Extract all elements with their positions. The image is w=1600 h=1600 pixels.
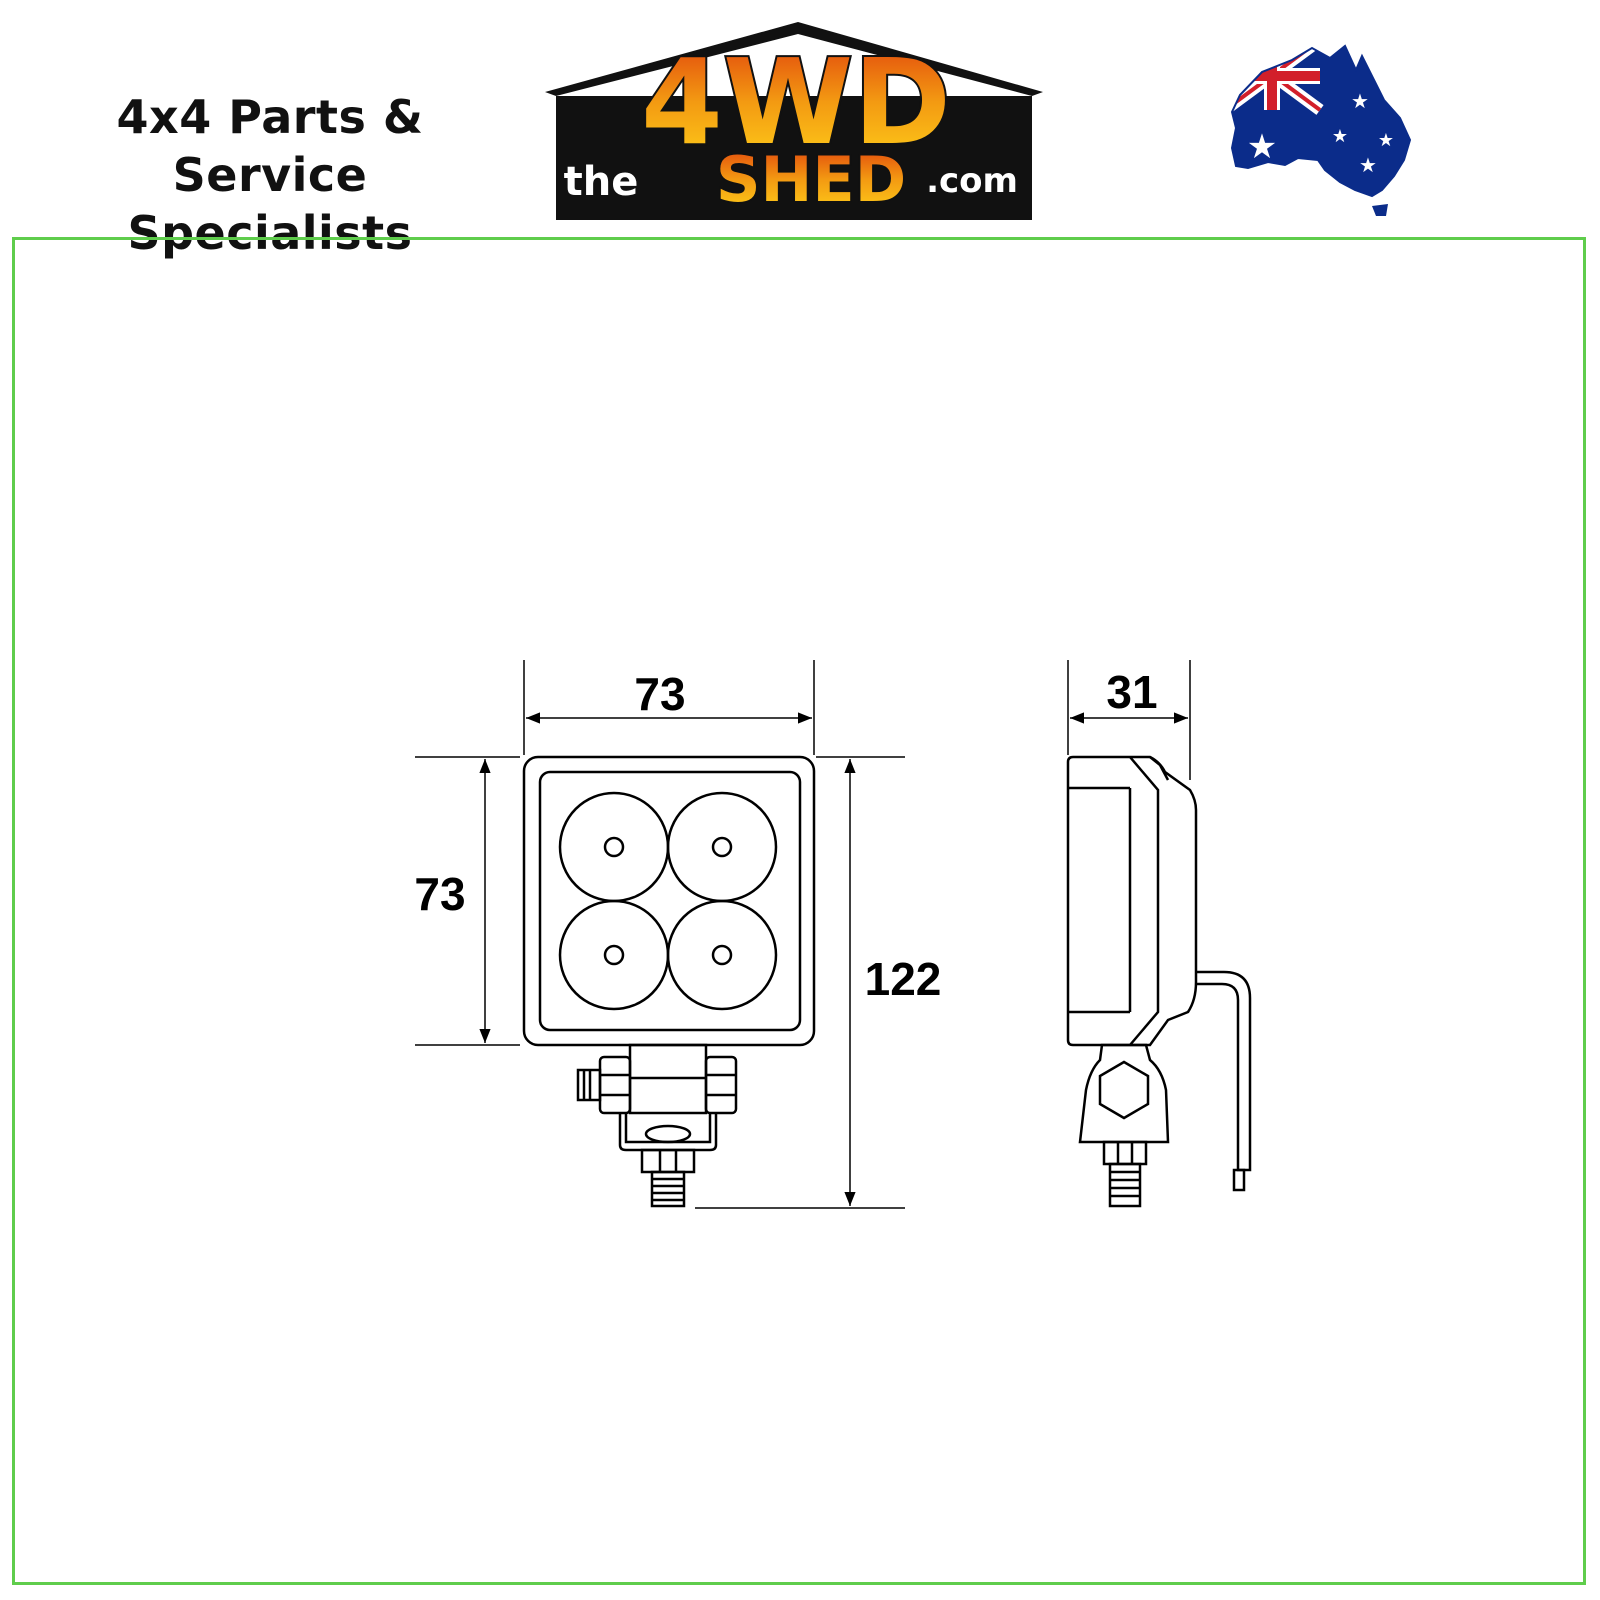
logo-com-text: .com bbox=[926, 161, 1018, 201]
drawing-frame bbox=[12, 237, 1586, 1585]
tagline-line-2: Specialists bbox=[127, 206, 413, 260]
front-width-label: 73 bbox=[634, 668, 685, 720]
front-height-label: 73 bbox=[414, 868, 465, 920]
side-cable bbox=[1196, 970, 1252, 1172]
svg-text:★: ★ bbox=[1351, 89, 1369, 113]
svg-text:★: ★ bbox=[1332, 126, 1348, 147]
logo-the-text: the bbox=[564, 159, 639, 205]
front-mounting-bracket bbox=[576, 1043, 738, 1208]
side-housing bbox=[1066, 755, 1198, 1047]
side-view bbox=[1066, 755, 1252, 1208]
side-dimensions bbox=[1067, 660, 1191, 780]
led-top-left bbox=[558, 791, 670, 903]
front-view bbox=[522, 755, 816, 1208]
front-dimensions bbox=[415, 660, 905, 1209]
overall-height-label: 122 bbox=[865, 953, 942, 1005]
led-cluster bbox=[558, 791, 778, 1011]
tagline-line-1: 4x4 Parts & Service bbox=[116, 90, 424, 202]
header-graphics: 4WD SHED the .com ★ ★ ★ ★ bbox=[545, 22, 1412, 220]
front-housing bbox=[522, 755, 816, 1047]
logo-shed-text: SHED bbox=[716, 143, 906, 216]
side-mount bbox=[1078, 1043, 1170, 1144]
led-bottom-right bbox=[666, 899, 778, 1011]
logo-4wd-text: 4WD bbox=[641, 33, 951, 171]
front-lens-bezel bbox=[538, 770, 802, 1032]
svg-text:★: ★ bbox=[1247, 127, 1277, 167]
svg-text:★: ★ bbox=[1359, 153, 1377, 177]
side-depth-label: 31 bbox=[1106, 666, 1157, 718]
svg-text:★: ★ bbox=[1378, 130, 1394, 151]
led-top-right bbox=[666, 791, 778, 903]
tagline: 4x4 Parts & Service Specialists bbox=[30, 88, 510, 262]
site-logo[interactable]: 4WD SHED the .com bbox=[545, 22, 1043, 220]
led-bottom-left bbox=[558, 899, 670, 1011]
